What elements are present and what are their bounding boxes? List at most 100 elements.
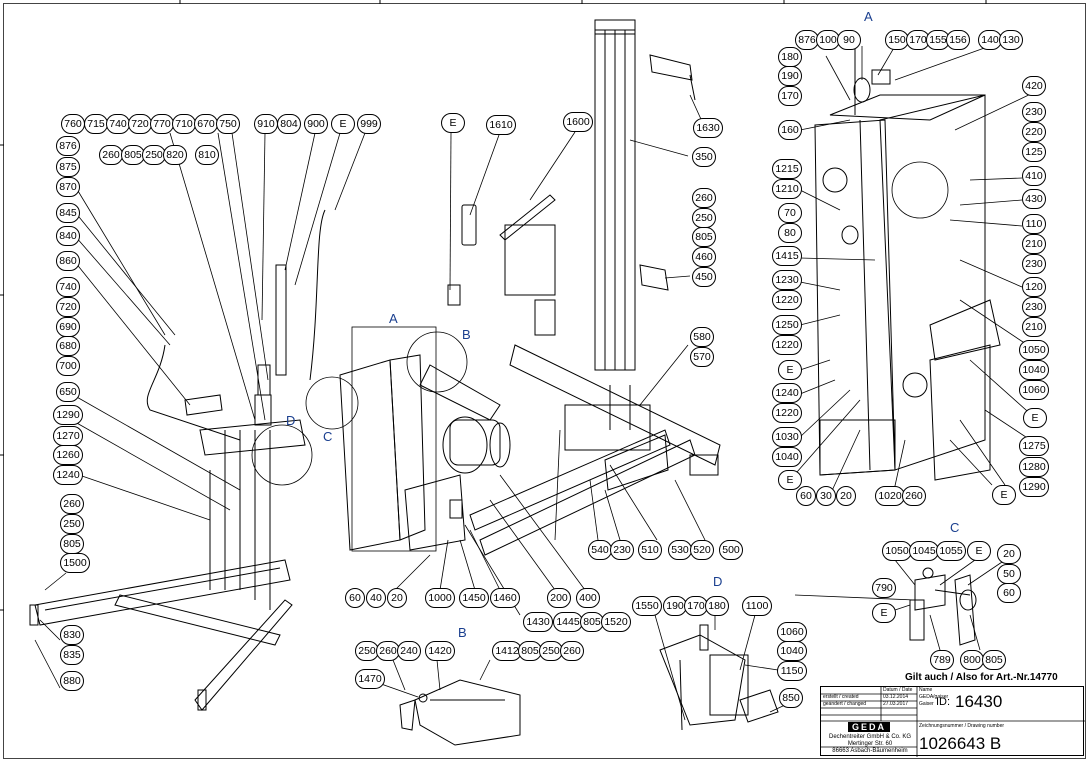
callout: 60 [796, 486, 816, 506]
callout: 20 [387, 588, 407, 608]
callout: 1240 [53, 465, 83, 485]
callout: 1550 [632, 596, 662, 616]
callout: 720 [128, 114, 152, 134]
callout: 580 [690, 327, 714, 347]
callout: E [1023, 408, 1047, 428]
callout: 1610 [486, 115, 516, 135]
callout: 1500 [60, 553, 90, 573]
callout: 450 [692, 267, 716, 287]
callout: 260 [560, 641, 584, 661]
callout: 715 [84, 114, 108, 134]
callout: 804 [277, 114, 301, 134]
callout: 875 [56, 157, 80, 177]
stand-assembly [29, 209, 326, 711]
callout: 20 [836, 486, 856, 506]
callout: 1415 [772, 246, 802, 266]
changed-label: geändert / changed [823, 701, 867, 707]
callout: 1220 [772, 403, 802, 423]
callout: 800 [960, 650, 984, 670]
detail-c-view [909, 567, 977, 646]
callout: 1050 [882, 541, 912, 561]
view-label-d: D [286, 413, 296, 428]
detail-c-title: C [950, 520, 960, 535]
callout: 1230 [772, 270, 802, 290]
callout: 1030 [772, 427, 802, 447]
callout: 710 [172, 114, 196, 134]
callout: 220 [1022, 122, 1046, 142]
callout: 170 [778, 86, 802, 106]
callout: 230 [1022, 297, 1046, 317]
callout: 1520 [601, 612, 631, 632]
callout: 1000 [425, 588, 455, 608]
callout: 900 [304, 114, 328, 134]
callout: 740 [106, 114, 130, 134]
callout: 1045 [909, 541, 939, 561]
callout: E [778, 470, 802, 490]
detail-b-title: B [458, 625, 467, 640]
callout: 835 [60, 645, 84, 665]
callout: 870 [56, 177, 80, 197]
callout: 999 [357, 114, 381, 134]
callout: 150 [885, 30, 909, 50]
callout: 30 [816, 486, 836, 506]
callout: 1050 [1019, 340, 1049, 360]
callout: 1445 [553, 612, 583, 632]
callout: 1060 [777, 622, 807, 642]
callout: 1055 [936, 541, 966, 561]
callout: 1040 [1019, 360, 1049, 380]
callout: 210 [1022, 234, 1046, 254]
company-city: 86663 Asbach-Bäumenheim [832, 748, 908, 754]
callout: 1220 [772, 335, 802, 355]
callout: 40 [366, 588, 386, 608]
also-for-label: Gilt auch / Also for Art.-Nr.14770 [905, 672, 1058, 683]
callout: 230 [1022, 102, 1046, 122]
callout: 1020 [875, 486, 905, 506]
callout: 690 [56, 317, 80, 337]
view-label-a: A [389, 311, 398, 326]
callout: 1240 [772, 383, 802, 403]
callout: 410 [1022, 166, 1046, 186]
callout: 120 [1022, 277, 1046, 297]
callout: 850 [779, 688, 803, 708]
created-date: 03.12.2014 [883, 694, 909, 700]
callout: 350 [692, 147, 716, 167]
callout: 250 [355, 641, 379, 661]
detail-b-view [399, 679, 521, 746]
callout: 1040 [777, 641, 807, 661]
callout: 1220 [772, 290, 802, 310]
callout: 830 [60, 625, 84, 645]
mast-column [594, 19, 696, 371]
view-label-b: B [462, 327, 471, 342]
drawing-number: 1026643 B [919, 734, 1002, 753]
drawing-number-label: Zeichnungsnummer / Drawing number [919, 723, 1005, 729]
callout: 430 [1022, 189, 1046, 209]
callout: 1060 [1019, 380, 1049, 400]
callout: 1290 [1019, 477, 1049, 497]
callout: 860 [56, 251, 80, 271]
control-box [447, 194, 669, 336]
callout: E [441, 113, 465, 133]
callout: 156 [946, 30, 970, 50]
callout: 1420 [425, 641, 455, 661]
callout: 230 [1022, 254, 1046, 274]
callout: 720 [56, 297, 80, 317]
callout: 1460 [490, 588, 520, 608]
callout: 510 [638, 540, 662, 560]
changed-name: Gaiser [919, 701, 934, 707]
callout: 260 [99, 145, 123, 165]
callout: 1600 [563, 112, 593, 132]
changed-date: 27.03.2017 [883, 701, 909, 707]
callout: 790 [872, 578, 896, 598]
callout: 130 [999, 30, 1023, 50]
geda-logo: GEDA [848, 722, 890, 732]
callout: 700 [56, 356, 80, 376]
callout: 570 [690, 347, 714, 367]
callout: 70 [778, 203, 802, 223]
title-block: Datum / Date Name erstellt / created 03.… [820, 686, 1085, 757]
callout: 1250 [772, 315, 802, 335]
callout: 240 [397, 641, 421, 661]
callout: 100 [816, 30, 840, 50]
callout: 160 [778, 120, 802, 140]
callout: 200 [547, 588, 571, 608]
callout: 1470 [355, 669, 385, 689]
